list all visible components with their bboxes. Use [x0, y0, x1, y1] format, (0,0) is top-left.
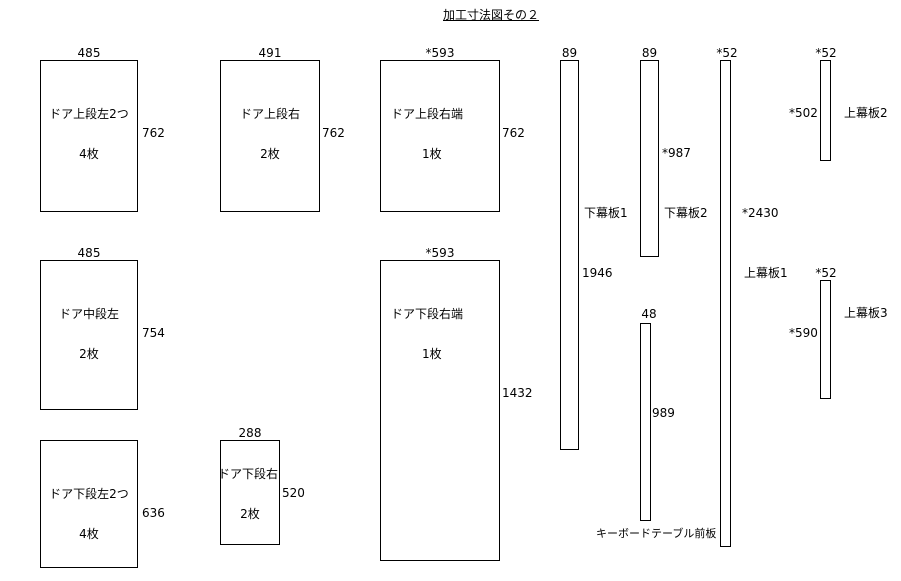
panel-door-upper-right: ドア上段右 2枚 — [220, 60, 320, 212]
panel-name: ドア下段右端 — [391, 307, 464, 321]
panel-height: 1946 — [582, 266, 613, 280]
panel-height: 520 — [282, 486, 305, 500]
panel-height: 762 — [142, 126, 165, 140]
panel-height: *2430 — [742, 206, 779, 220]
panel-width: 288 — [238, 426, 262, 440]
panel-name: ドア中段左 — [58, 307, 119, 321]
panel-width: *52 — [716, 46, 738, 60]
panel-name: キーボードテーブル前板 — [596, 527, 717, 540]
panel-count: 4枚 — [79, 147, 99, 161]
panel-height: 1432 — [502, 386, 533, 400]
panel-width: 485 — [77, 46, 101, 60]
panel-height: *987 — [662, 146, 691, 160]
panel-width: *52 — [815, 46, 837, 60]
panel-width: 491 — [258, 46, 282, 60]
panel-height: *590 — [789, 326, 818, 340]
panel-count: 2枚 — [260, 147, 280, 161]
panel-width: *593 — [425, 46, 455, 60]
panel-door-lower-right-end: ドア下段右端 1枚 — [380, 260, 500, 561]
panel-lower-valance-1 — [560, 60, 579, 450]
panel-height: 762 — [502, 126, 525, 140]
panel-door-upper-left: ドア上段左2つ 4枚 — [40, 60, 138, 212]
panel-width: 89 — [641, 46, 658, 60]
panel-name: ドア下段右 — [218, 467, 279, 481]
panel-upper-valance-2 — [820, 60, 831, 161]
panel-name: ドア上段右 — [239, 107, 300, 121]
panel-width: *593 — [425, 246, 455, 260]
diagram-title: 加工寸法図その２ — [443, 8, 540, 22]
panel-door-lower-right: ドア下段右 2枚 — [218, 440, 280, 545]
panel-door-lower-left: ドア下段左2つ 4枚 — [40, 440, 138, 568]
panel-height: 754 — [142, 326, 165, 340]
panel-name: 上幕板1 — [744, 266, 788, 280]
panel-name: ドア上段右端 — [391, 107, 464, 121]
panel-width: *52 — [815, 266, 837, 280]
panel-count: 2枚 — [79, 347, 99, 361]
panel-height: *502 — [789, 106, 818, 120]
panel-lower-valance-2 — [640, 60, 659, 257]
panel-count: 4枚 — [79, 527, 99, 541]
panel-name: 上幕板3 — [844, 306, 888, 320]
panel-name: ドア下段左2つ — [49, 487, 129, 501]
panel-width: 48 — [641, 307, 657, 321]
panel-name: ドア上段左2つ — [49, 107, 129, 121]
panel-name: 上幕板2 — [844, 106, 888, 120]
panel-door-upper-right-end: ドア上段右端 1枚 — [380, 60, 500, 212]
panel-upper-valance-3 — [820, 280, 831, 399]
panel-count: 1枚 — [422, 147, 442, 161]
panel-count: 1枚 — [422, 347, 442, 361]
panel-door-middle-left: ドア中段左 2枚 — [40, 260, 138, 410]
panel-width: 89 — [561, 46, 578, 60]
panel-count: 2枚 — [240, 507, 260, 521]
panel-height: 762 — [322, 126, 345, 140]
panel-upper-valance-1 — [720, 60, 731, 547]
panel-keyboard-table-front — [640, 323, 651, 521]
panel-name: 下幕板2 — [664, 206, 708, 220]
panel-name: 下幕板1 — [584, 206, 628, 220]
panel-height: 989 — [652, 406, 675, 420]
panel-width: 485 — [77, 246, 101, 260]
panel-height: 636 — [142, 506, 165, 520]
